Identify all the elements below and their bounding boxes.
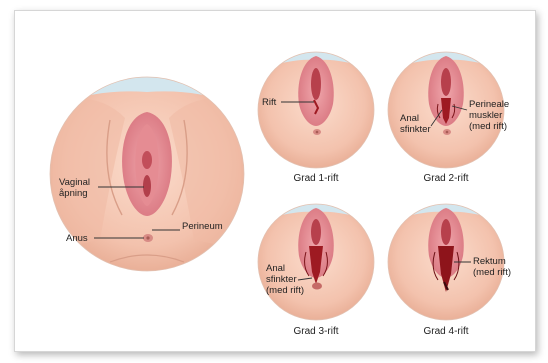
anal-sphincter-torn-label: Anal sfinkter (med rift): [266, 263, 304, 296]
anal-sphincter-label: Anal sfinkter: [400, 113, 431, 135]
grade1-caption: Grad 1-rift: [293, 173, 338, 185]
vaginal-opening-label: Vaginal åpning: [59, 177, 90, 199]
rift-label: Rift: [262, 97, 276, 108]
grade3-caption: Grad 3-rift: [293, 326, 338, 338]
grade2-caption: Grad 2-rift: [423, 173, 468, 185]
grade4-caption: Grad 4-rift: [423, 326, 468, 338]
grade1-circle: [258, 52, 374, 168]
anus-label: Anus: [66, 233, 88, 244]
perineum-label: Perineum: [182, 221, 223, 232]
rectum-torn-label: Rektum (med rift): [473, 256, 511, 278]
perineal-muscles-label: Perineale muskler (med rift): [469, 99, 509, 132]
grade3-circle: [258, 204, 374, 320]
